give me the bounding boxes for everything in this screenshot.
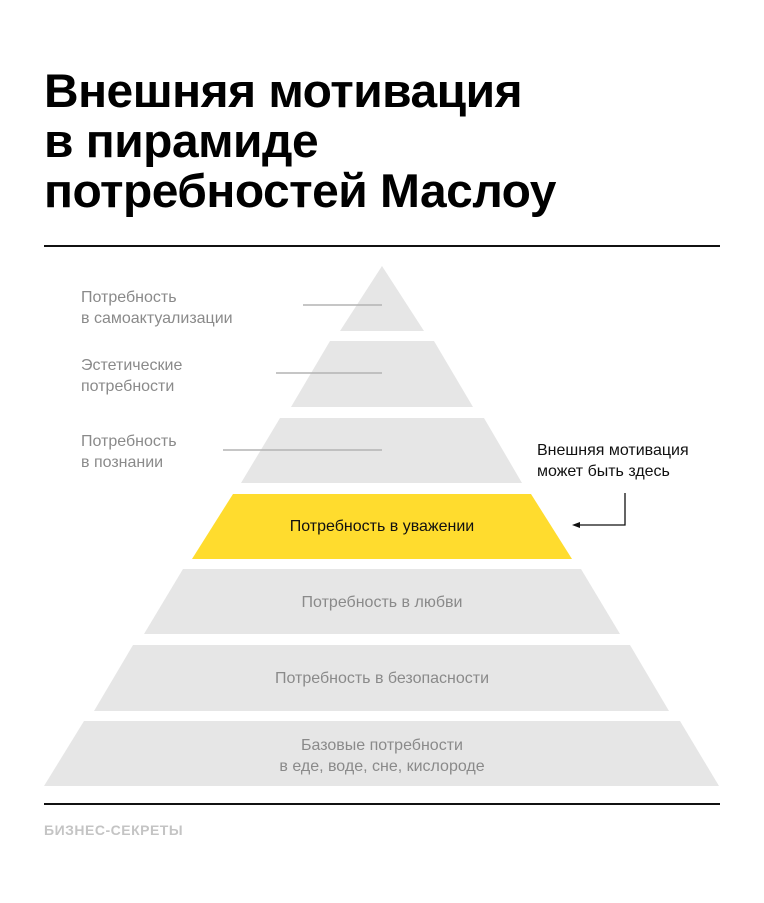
brand-logo: БИЗНЕС-СЕКРЕТЫ [44,822,184,838]
label-self-actualization: Потребность в самоактуализации [81,287,233,329]
label-line: в познании [81,454,164,471]
top-divider [44,245,720,247]
title-line-1: Внешняя мотивация [44,64,523,117]
label-aesthetic: Эстетические потребности [81,355,182,397]
tier-self-actualization [340,266,424,331]
bottom-divider [44,803,720,805]
tier-love [144,569,620,634]
tier-safety [94,645,669,711]
label-line: Потребность [81,433,177,450]
label-love: Потребность в любви [301,594,463,611]
label-cognitive: Потребность в познании [81,431,177,473]
tier-aesthetic [291,341,473,407]
label-line: Базовые потребности [301,737,463,754]
callout-line: может быть здесь [537,463,670,480]
label-basic: Базовые потребности в еде, воде, сне, ки… [279,735,484,777]
arrow-left-icon [572,493,626,528]
label-line: потребности [81,378,175,395]
callout-line: Внешняя мотивация [537,442,689,459]
label-line: в самоактуализации [81,310,233,327]
tier-esteem [192,494,572,559]
title-line-2: в пирамиде [44,114,319,167]
label-safety: Потребность в безопасности [274,670,490,687]
label-line: Эстетические [81,357,183,374]
callout-external-motivation: Внешняя мотивация может быть здесь [537,440,689,482]
label-esteem: Потребность в уважении [289,518,475,535]
label-line: Потребность [81,289,177,306]
tier-basic [44,721,719,786]
page-title: Внешняя мотивация в пирамиде потребносте… [44,66,556,216]
label-line: в еде, воде, сне, кислороде [279,758,485,775]
title-line-3: потребностей Маслоу [44,164,556,217]
